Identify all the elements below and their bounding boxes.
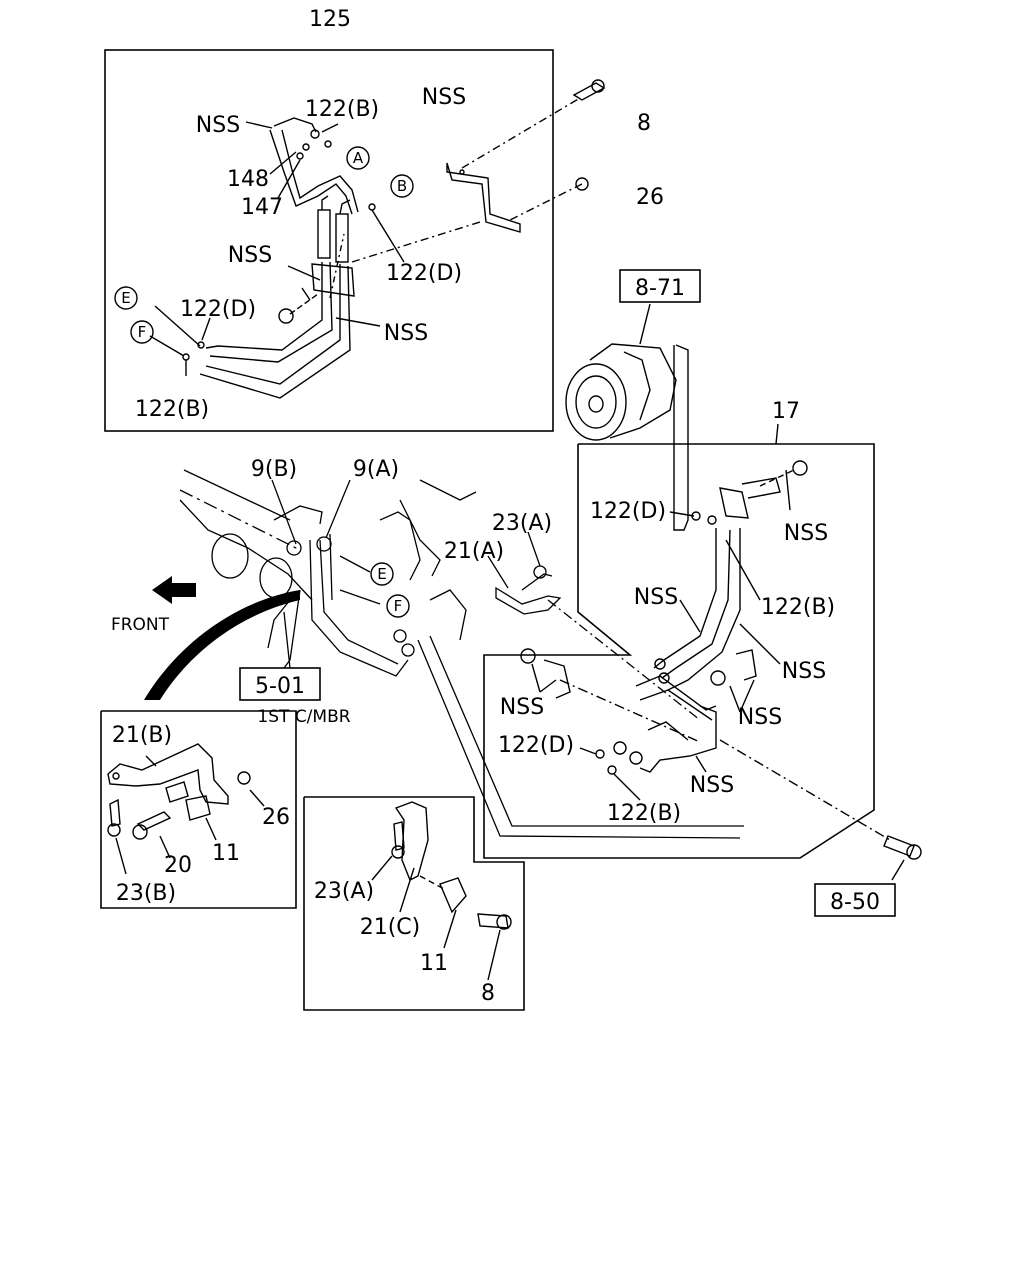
ref-box-8-71: 8-71: [635, 276, 685, 301]
ref-box-5-01-frame: [239, 667, 321, 701]
callout-9b: 9(B): [251, 457, 297, 482]
svg-text:E: E: [377, 565, 386, 583]
callout-21a: 21(A): [444, 539, 504, 564]
callout-122b-low: 122(B): [607, 801, 681, 826]
callout-122d-mid: 122(D): [386, 261, 462, 286]
front-label: FRONT: [111, 615, 170, 635]
svg-text:F: F: [394, 597, 403, 615]
marker-b: B: [390, 174, 414, 198]
callout-26-box: 26: [262, 805, 290, 830]
callout-nss-r4: NSS: [738, 705, 782, 730]
callout-122b-right: 122(B): [761, 595, 835, 620]
callout-11-box: 11: [212, 841, 240, 866]
marker-f-engine: F: [386, 594, 410, 618]
ref-box-8-71-frame: [619, 269, 701, 303]
detail-frame-21c: [303, 796, 525, 1011]
callout-nss-r5: NSS: [500, 695, 544, 720]
svg-text:A: A: [353, 149, 364, 167]
engine-block: [179, 469, 744, 839]
callout-148: 148: [227, 167, 269, 192]
callout-21c: 21(C): [360, 915, 421, 940]
callout-nss-r3: NSS: [782, 659, 826, 684]
curved-arrow-icon: [144, 590, 300, 700]
callout-122b-top: 122(B): [305, 97, 379, 122]
marker-e-top: E: [114, 286, 138, 310]
callout-nss-r6: NSS: [690, 773, 734, 798]
marker-e-engine: E: [370, 562, 394, 586]
callout-nss-clamp: NSS: [228, 243, 272, 268]
svg-text:E: E: [121, 289, 130, 307]
callout-21b: 21(B): [112, 723, 172, 748]
callout-122d-low: 122(D): [498, 733, 574, 758]
svg-text:B: B: [397, 177, 407, 195]
callout-122d-right: 122(D): [590, 499, 666, 524]
bracket-21b: [107, 743, 265, 875]
svg-text:F: F: [138, 323, 147, 341]
callout-11-box2: 11: [420, 951, 448, 976]
marker-f-top: F: [130, 320, 154, 344]
callout-nss-r2: NSS: [634, 585, 678, 610]
callout-20: 20: [164, 853, 192, 878]
compressor: [565, 303, 689, 531]
callout-122b-left: 122(B): [135, 397, 209, 422]
marker-a: A: [346, 146, 370, 170]
callout-nss-pipe: NSS: [196, 113, 240, 138]
callout-26-top: 26: [636, 185, 664, 210]
callout-17: 17: [772, 399, 800, 424]
callout-23a-box: 23(A): [314, 879, 374, 904]
callout-122d-left: 122(D): [180, 297, 256, 322]
callout-9a: 9(A): [353, 457, 399, 482]
callout-23a-mid: 23(A): [492, 511, 552, 536]
bracket-21c: [371, 801, 512, 981]
hose-assembly-125: [149, 79, 606, 399]
callout-147: 147: [241, 195, 283, 220]
chamber-label: 1ST C/MBR: [257, 707, 350, 727]
callout-nss-r1: NSS: [784, 521, 828, 546]
callout-nss-hose: NSS: [384, 321, 428, 346]
detail-frame-17: [483, 443, 875, 859]
detail-frame-125: [104, 49, 554, 432]
front-arrow-icon: [152, 576, 196, 604]
ref-box-5-01: 5-01: [255, 674, 305, 699]
ref-box-8-50: 8-50: [830, 890, 880, 915]
callout-125: 125: [309, 7, 351, 32]
callout-23b: 23(B): [116, 881, 176, 906]
callout-8-top: 8: [637, 111, 651, 136]
callout-8-box2: 8: [481, 981, 495, 1006]
ref-box-8-50-frame: [814, 883, 896, 917]
callout-nss-bracket: NSS: [422, 85, 466, 110]
detail-frame-21b: [100, 710, 297, 909]
hose-assembly-17: [520, 423, 922, 881]
